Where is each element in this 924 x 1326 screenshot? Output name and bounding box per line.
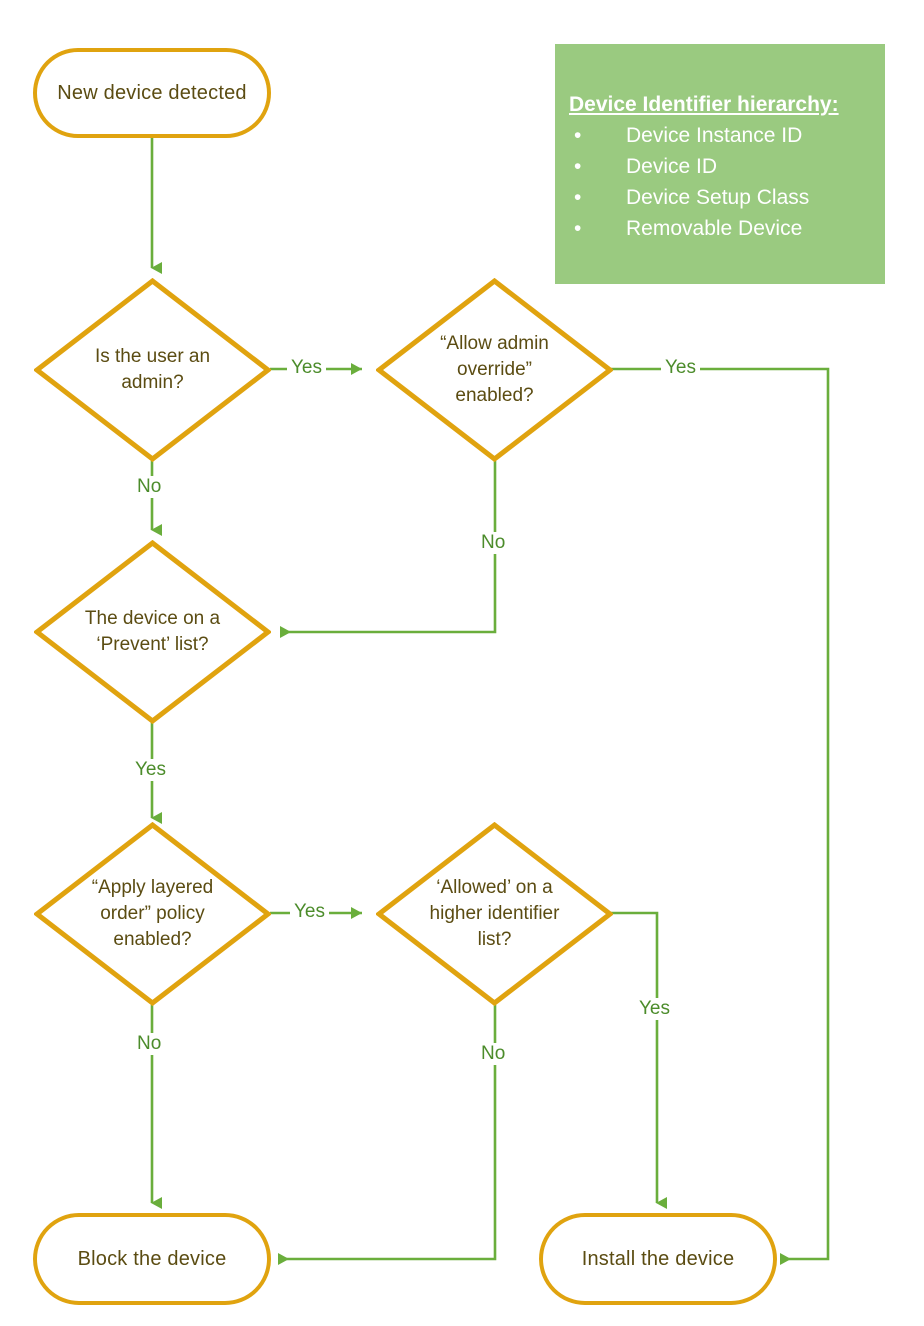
node-allowed-higher-line2: higher identifier [429,903,560,924]
node-layered-order[interactable]: “Apply layered order” policy enabled? [34,822,271,1006]
edge-label-allowed-higher-yes: Yes [635,998,674,1020]
node-prevent-list-label: The device on a ‘Prevent’ list? [65,606,240,658]
bullet-icon: • [574,155,582,178]
bullet-icon: • [574,186,582,209]
node-allowed-higher-label: ‘Allowed’ on a higher identifier list? [407,875,582,953]
node-prevent-list[interactable]: The device on a ‘Prevent’ list? [34,540,271,724]
edge-allowed-higher-yes-to-install [611,911,667,1209]
edge-label-prevent-list-yes: Yes [131,759,170,781]
edge-admin-override-no-to-prevent-list [280,461,497,638]
node-allowed-higher[interactable]: ‘Allowed’ on a higher identifier list? [376,822,613,1006]
node-layered-order-line1: “Apply layered [91,877,214,898]
edge-label-layered-order-yes: Yes [290,901,329,923]
edge-label-admin-override-no: No [477,532,510,554]
node-start-label: New device detected [57,81,247,104]
legend-device-identifier-hierarchy: Device Identifier hierarchy: • Device In… [555,44,885,284]
edge-label-allowed-higher-no: No [477,1043,510,1065]
legend-title: Device Identifier hierarchy: [569,93,839,116]
edge-label-layered-order-no: No [133,1033,166,1055]
edge-label-is-admin-no: No [133,476,166,498]
node-admin-override-line3: enabled? [455,385,534,406]
node-layered-order-line3: enabled? [113,929,192,950]
node-admin-override-line2: override” [457,359,532,380]
legend-list: • Device Instance ID • Device ID • Devic… [569,120,885,244]
node-allowed-higher-line1: ‘Allowed’ on a [436,877,553,898]
node-admin-override[interactable]: “Allow admin override” enabled? [376,278,613,462]
edge-allowed-higher-no-to-block [278,1005,497,1265]
node-block-label: Block the device [77,1247,227,1270]
diamond-shape [34,278,271,462]
legend-item-label: Device ID [626,155,718,178]
edge-label-admin-override-yes: Yes [661,357,700,379]
node-admin-override-label: “Allow admin override” enabled? [407,331,582,409]
node-is-admin[interactable]: Is the user an admin? [34,278,271,462]
bullet-icon: • [574,124,582,147]
node-allowed-higher-line3: list? [477,929,512,950]
node-install[interactable]: Install the device [539,1213,777,1305]
diamond-shape [34,822,271,1006]
edge-admin-override-yes-to-install [611,367,830,1265]
legend-item: • Removable Device [569,213,885,244]
node-layered-order-label: “Apply layered order” policy enabled? [65,875,240,953]
node-is-admin-label: Is the user an admin? [94,346,211,393]
legend-item-label: Device Instance ID [626,124,803,147]
node-start[interactable]: New device detected [33,48,271,138]
node-layered-order-line2: order” policy [100,903,205,924]
edge-label-is-admin-yes: Yes [287,357,326,379]
legend-item-label: Removable Device [626,217,803,240]
legend-item: • Device Setup Class [569,182,885,213]
node-prevent-list-line1: The device on a [84,608,221,629]
diamond-shape [376,278,613,462]
diamond-shape [34,540,271,724]
node-install-label: Install the device [581,1247,735,1270]
node-admin-override-line1: “Allow admin [440,333,549,354]
diamond-shape [376,822,613,1006]
bullet-icon: • [574,217,582,240]
legend-item: • Device Instance ID [569,120,885,151]
legend-item: • Device ID [569,151,885,182]
node-prevent-list-line2: ‘Prevent’ list? [96,634,209,655]
legend-item-label: Device Setup Class [626,186,810,209]
node-block[interactable]: Block the device [33,1213,271,1305]
